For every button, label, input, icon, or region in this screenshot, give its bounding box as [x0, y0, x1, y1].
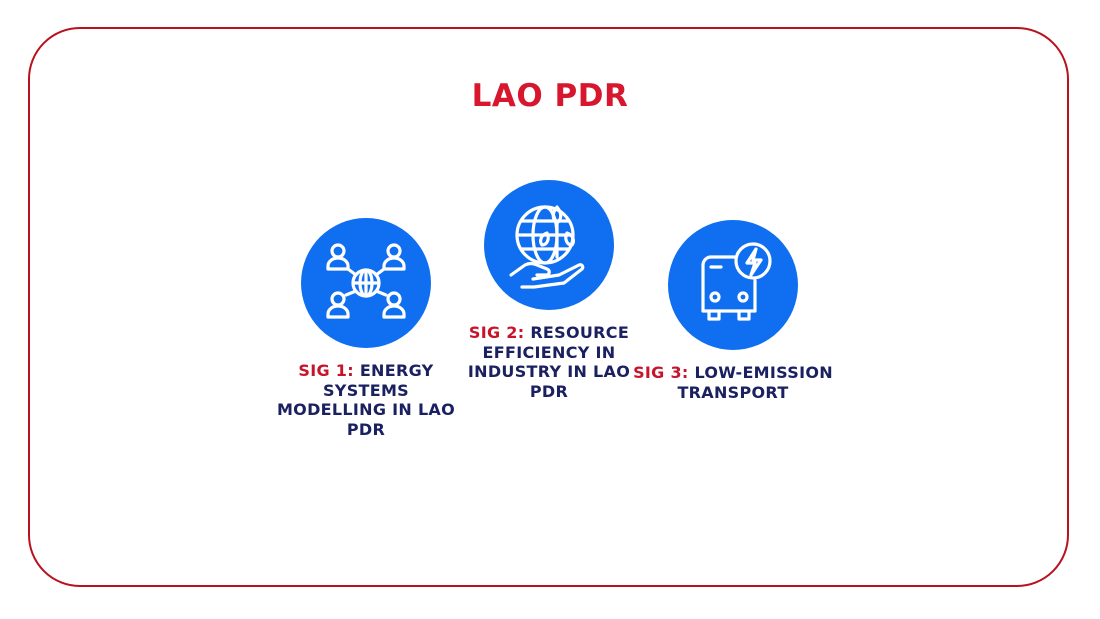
sig-1-card: SIG 1: ENERGY SYSTEMS MODELLING IN LAO P…: [266, 218, 466, 439]
electric-bus-icon: [701, 242, 772, 321]
sig-1-icon-circle: [301, 218, 431, 348]
content-frame: [28, 27, 1069, 587]
sig-2-label: SIG 2: RESOURCE EFFICIENCY IN INDUSTRY I…: [467, 323, 631, 401]
sig-2-card: SIG 2: RESOURCE EFFICIENCY IN INDUSTRY I…: [449, 180, 649, 401]
sig-3-label: SIG 3: LOW-EMISSION TRANSPORT: [633, 363, 833, 402]
sig-2-icon-circle: [484, 180, 614, 310]
network-globe-people-icon: [326, 243, 406, 319]
sig-3-icon-circle: [668, 220, 798, 350]
globe-plant-hand-icon: [509, 205, 585, 289]
sig-3-card: SIG 3: LOW-EMISSION TRANSPORT: [633, 220, 833, 402]
page-title: LAO PDR: [471, 78, 629, 114]
sig-1-label: SIG 1: ENERGY SYSTEMS MODELLING IN LAO P…: [276, 361, 456, 439]
